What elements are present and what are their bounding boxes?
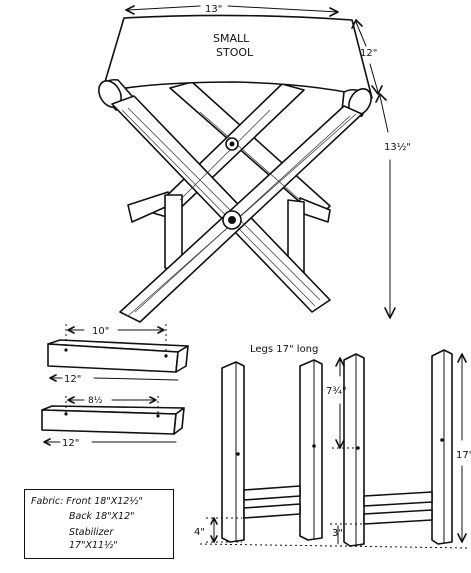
dim-legs-upper: 7¾" <box>326 386 347 397</box>
leg-right-rung-top <box>363 491 433 507</box>
dim-legs-total: 17" <box>456 450 471 461</box>
stretcher-top-inner-dim: 10" <box>92 326 109 337</box>
seat-fabric <box>101 14 373 99</box>
legs-heading: Legs 17" long <box>250 344 318 355</box>
rear-stretcher-left <box>127 191 171 223</box>
fabric-note-box: Fabric: Front 18"X12½" Back 18"X12" Stab… <box>24 489 174 559</box>
stool-title-line1: SMALL <box>213 32 250 45</box>
stool-illustration: SMALL STOOL 13" 12" 13½" <box>98 4 411 323</box>
stool-title-line2: STOOL <box>216 46 254 59</box>
fabric-line-2: Back 18"X12" <box>69 511 135 522</box>
front-leg-left <box>111 95 331 313</box>
leg-left-inner <box>299 359 323 541</box>
dim-depth: 12" <box>360 48 377 59</box>
dim-left-bottom: 4" <box>194 527 205 538</box>
stretcher-bottom-outer-dim: 12" <box>62 438 79 449</box>
stretcher-bottom-inner-dim: 8½ <box>88 396 103 406</box>
stretcher-top-outer-dim: 12" <box>64 374 81 385</box>
legs-illustration: Legs 17" long 7¾" 17" <box>194 344 471 549</box>
leg-left-rung-top <box>243 485 301 501</box>
dim-right-bottom: 3" <box>332 528 343 539</box>
dim-width: 13" <box>205 4 222 15</box>
fabric-line-1: Fabric: Front 18"X12½" <box>31 496 143 507</box>
leg-right-rung-bottom <box>363 509 433 525</box>
leg-right-outer <box>343 353 365 547</box>
stretcher-bottom: 8½ 12" <box>41 396 185 449</box>
leg-left-outer <box>221 361 245 543</box>
leg-right-inner <box>431 349 453 545</box>
fabric-line-4: 17"X11½" <box>69 540 118 551</box>
stretcher-top: 10" 12" <box>47 324 189 385</box>
leg-left-rung-bottom <box>243 503 301 519</box>
dim-height: 13½" <box>384 141 411 153</box>
fabric-line-3: Stabilizer <box>69 527 114 538</box>
